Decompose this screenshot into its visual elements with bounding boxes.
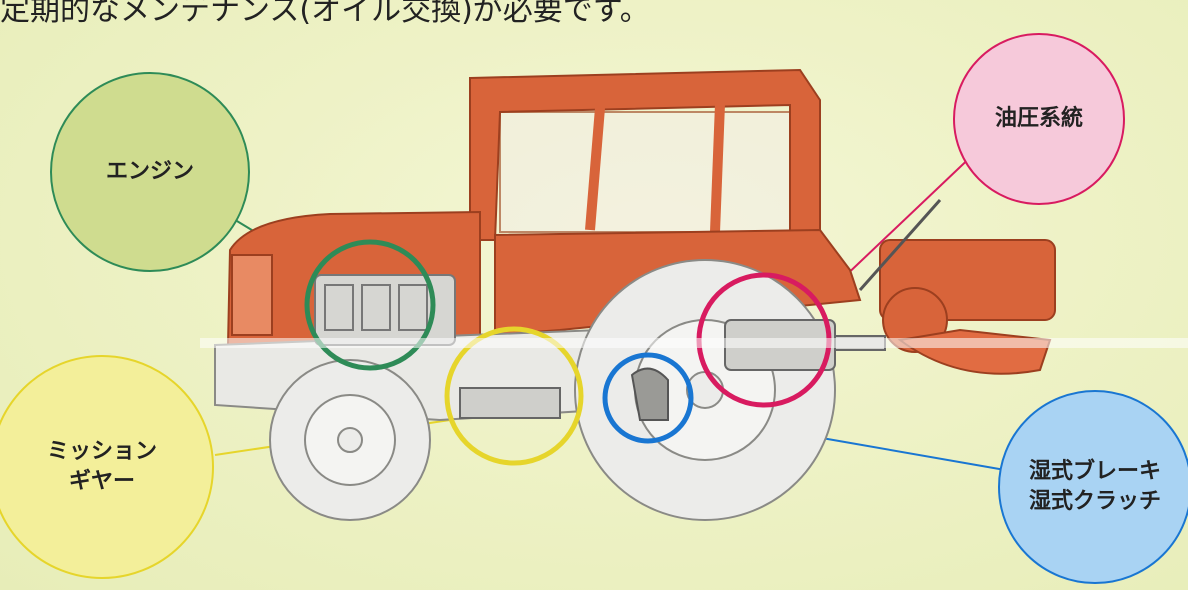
page-caption: 定期的なメンテナンス(オイル交換)が必要です。: [0, 0, 650, 28]
mission-label-line2: ギヤー: [68, 469, 135, 494]
brake-label-line1: 湿式ブレーキ: [1028, 459, 1161, 484]
hydraulic-label: 油圧系統: [994, 106, 1083, 131]
mission-highlight-ring: [444, 326, 584, 466]
gearbox: [459, 387, 561, 419]
engine-label: エンジン: [105, 159, 194, 184]
rear-wheel: [574, 259, 836, 521]
mission-callout: ミッション ギヤー: [0, 355, 214, 579]
brake-unit: [630, 367, 669, 421]
tractor-cabin: [469, 68, 821, 241]
engine-callout: エンジン: [50, 72, 250, 272]
brake-highlight-ring: [602, 352, 694, 444]
brake-callout: 湿式ブレーキ 湿式クラッチ: [998, 390, 1188, 584]
engine-highlight-ring: [304, 239, 436, 371]
mission-label-line1: ミッション: [46, 439, 157, 464]
brake-label-line2: 湿式クラッチ: [1028, 489, 1161, 514]
front-wheel: [269, 359, 431, 521]
glare-band: [200, 338, 1188, 348]
hydraulic-callout: 油圧系統: [953, 33, 1125, 205]
engine-block: [314, 274, 456, 346]
